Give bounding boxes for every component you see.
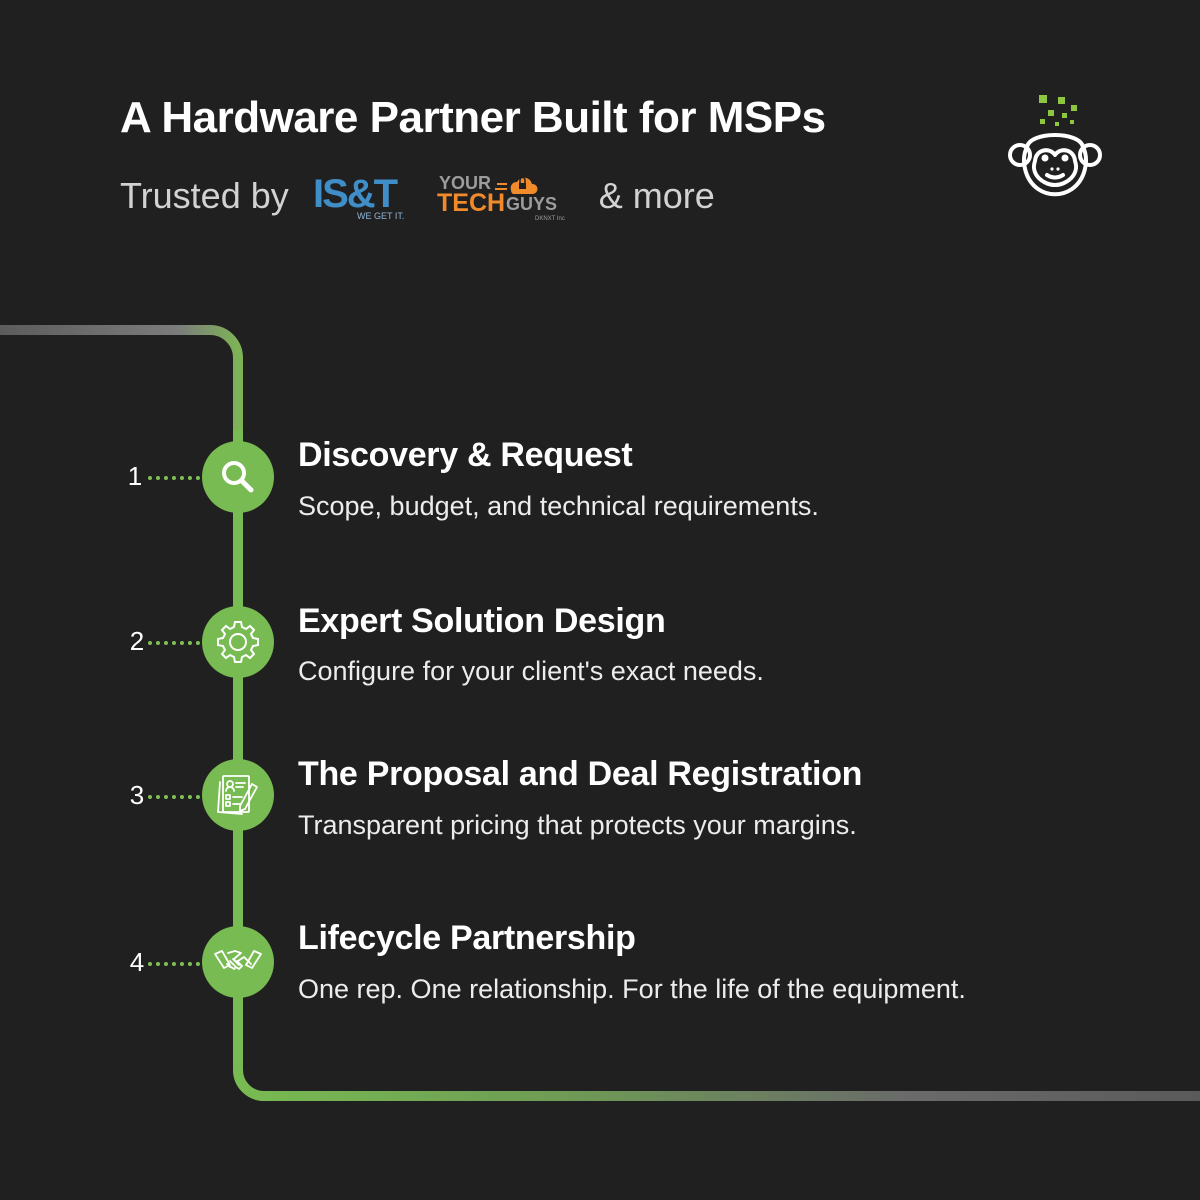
- step-title: Expert Solution Design: [298, 602, 666, 640]
- ytg-logo-guys: GUYS: [506, 194, 557, 214]
- step-number: 2: [129, 626, 145, 656]
- step-connector-dots: [148, 641, 200, 645]
- step-icon-circle: [202, 606, 274, 678]
- page-title: A Hardware Partner Built for MSPs: [120, 93, 826, 142]
- step-icon-circle: [202, 441, 274, 513]
- monkey-face-icon: [1008, 95, 1102, 197]
- step-connector-dots: [148, 962, 200, 966]
- step-icon-circle: [202, 759, 274, 831]
- trusted-by-row: Trusted by IS&T WE GET IT. YOUR TECH GUY…: [120, 166, 715, 226]
- step-title: The Proposal and Deal Registration: [298, 755, 863, 793]
- and-more-label: & more: [598, 175, 715, 216]
- isnt-logo-name: IS&T: [313, 172, 398, 216]
- gear-icon: [217, 621, 259, 663]
- step-connector-dots: [148, 795, 200, 799]
- step-description: Transparent pricing that protects your m…: [298, 810, 857, 840]
- step-description: Configure for your client's exact needs.: [298, 656, 764, 686]
- step-icon-circle: [202, 926, 274, 998]
- ytg-logo-your: YOUR: [439, 173, 491, 193]
- pixel-dots: [1039, 95, 1077, 126]
- step-number: 1: [127, 461, 143, 491]
- step-description: Scope, budget, and technical requirement…: [298, 491, 819, 521]
- step-title: Discovery & Request: [298, 436, 633, 474]
- step-number: 3: [129, 780, 145, 810]
- isnt-logo-tagline: WE GET IT.: [357, 211, 404, 221]
- step-description: One rep. One relationship. For the life …: [298, 974, 966, 1004]
- handshake-icon: [214, 950, 262, 970]
- your-tech-guys-logo: YOUR TECH GUYS DKNXT Inc: [437, 173, 565, 222]
- step-title: Lifecycle Partnership: [298, 919, 636, 957]
- isnt-logo: IS&T WE GET IT.: [313, 172, 404, 221]
- ytg-logo-tagline: DKNXT Inc: [535, 216, 565, 222]
- step-number: 4: [129, 947, 145, 977]
- trusted-by-label: Trusted by: [120, 175, 289, 216]
- cloud-lock-icon: [494, 176, 538, 194]
- search-icon: [222, 461, 254, 493]
- document-checklist-icon: [217, 775, 258, 815]
- ytg-logo-tech: TECH: [437, 189, 505, 217]
- step-connector-dots: [148, 476, 200, 480]
